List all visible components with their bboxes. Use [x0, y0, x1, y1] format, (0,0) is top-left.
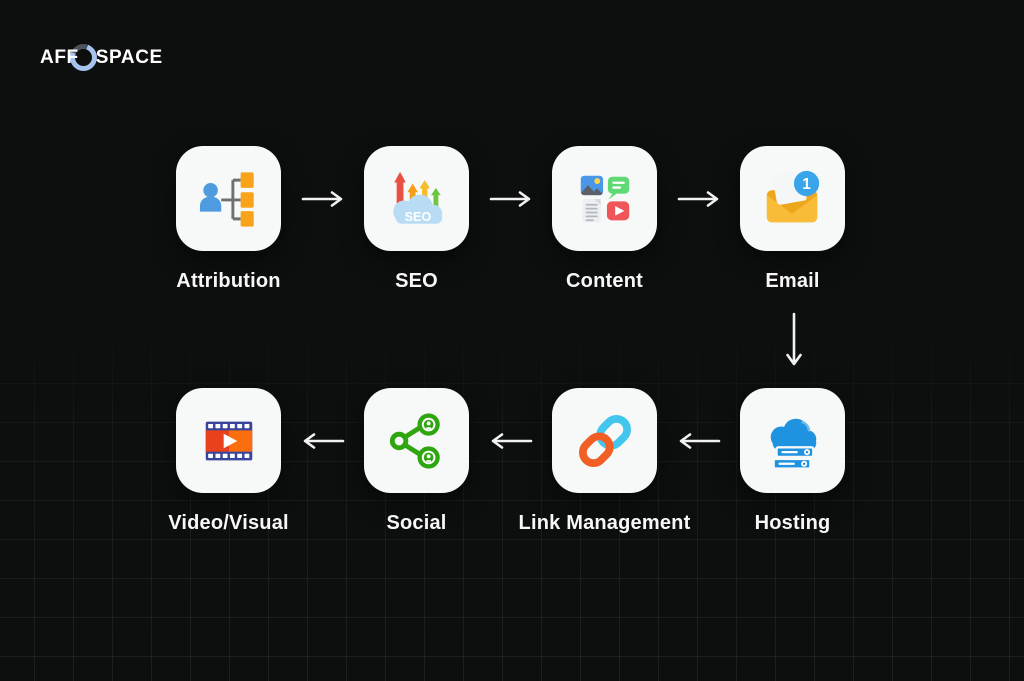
attribution-card — [176, 146, 281, 251]
label-hosting: Hosting — [754, 512, 831, 534]
label-email: Email — [765, 270, 820, 292]
logo-text-aff: AFF — [40, 46, 79, 68]
arrow-seo-to-content — [469, 146, 552, 251]
arrow-email-to-hosting — [785, 311, 803, 374]
arrow-hosting-to-link — [657, 388, 740, 493]
arrow-link-to-social — [469, 388, 552, 493]
right-arrow-icon — [301, 190, 342, 207]
down-arrow-icon — [786, 312, 802, 366]
left-arrow-icon — [303, 432, 344, 449]
hosting-card — [740, 388, 845, 493]
chain-links-icon — [578, 414, 631, 467]
flow-row-top: Attribution SEO — [176, 146, 845, 292]
content-card — [552, 146, 657, 251]
label-content: Content — [566, 270, 643, 292]
cloud-servers-icon — [770, 418, 816, 470]
node-video-visual: Video/Visual — [168, 388, 289, 534]
seo-card: SEO — [364, 146, 469, 251]
social-card — [364, 388, 469, 493]
arrow-content-to-email — [657, 146, 740, 251]
logo-ring-icon — [69, 44, 97, 71]
label-social: Social — [386, 512, 447, 534]
node-email: 1 Email — [740, 146, 845, 292]
link-management-card — [552, 388, 657, 493]
video-visual-card — [176, 388, 281, 493]
node-social: Social — [364, 388, 469, 534]
seo-icon: SEO — [392, 171, 442, 223]
affspace-logo: AFF SPACE — [40, 44, 163, 71]
share-network-icon — [389, 412, 440, 469]
node-attribution: Attribution — [176, 146, 281, 292]
label-attribution: Attribution — [176, 270, 281, 292]
node-content: Content — [552, 146, 657, 292]
left-arrow-icon — [491, 432, 532, 449]
film-strip-icon — [205, 421, 252, 460]
label-video-visual: Video/Visual — [168, 512, 289, 534]
email-icon: 1 — [766, 170, 819, 222]
node-link-management: Link Management — [519, 388, 690, 534]
content-icon — [580, 175, 629, 222]
arrow-social-to-video — [281, 388, 364, 493]
node-seo: SEO SEO — [364, 146, 469, 292]
right-arrow-icon — [677, 190, 718, 207]
attribution-icon — [199, 171, 254, 227]
right-arrow-icon — [489, 190, 530, 207]
email-badge-count: 1 — [802, 175, 811, 192]
arrow-attribution-to-seo — [281, 146, 364, 251]
label-link-management: Link Management — [518, 512, 691, 534]
email-card: 1 — [740, 146, 845, 251]
flow-row-bottom: Video/Visual — [168, 388, 845, 534]
seo-cloud-text: SEO — [404, 209, 431, 223]
node-hosting: Hosting — [740, 388, 845, 534]
label-seo: SEO — [395, 270, 438, 292]
left-arrow-icon — [679, 432, 720, 449]
logo-text-space: SPACE — [95, 46, 163, 68]
